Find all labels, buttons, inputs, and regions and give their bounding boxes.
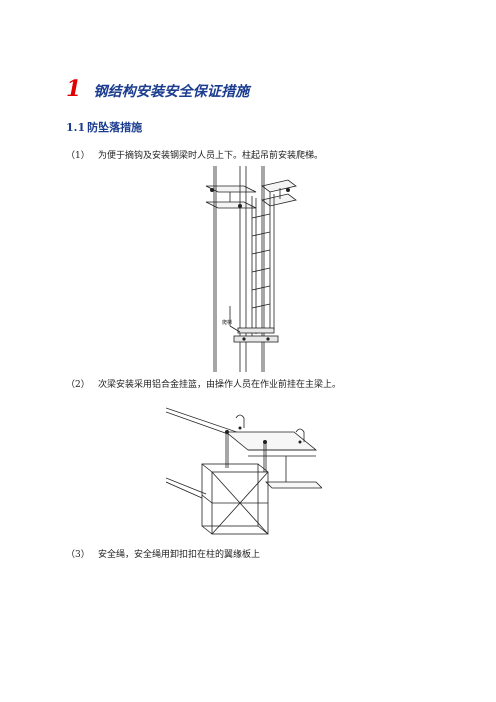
list-item-text: 为便于摘钩及安装钢梁时人员上下。柱起吊前安装爬梯。 (98, 151, 324, 161)
list-item-index: （3） (66, 550, 90, 560)
list-item-index: （2） (66, 380, 90, 390)
subsection-title: 防坠落措施 (87, 121, 143, 134)
ladder-column-figure: 爬梯 (205, 166, 297, 372)
hanging-basket-figure (166, 407, 322, 535)
section-title: 钢结构安装安全保证措施 (93, 84, 250, 100)
section-number: 1 (66, 76, 82, 102)
list-item-text: 安全绳，安全绳用卸扣扣在柱的翼缘板上 (98, 550, 261, 560)
subsection-heading: 1.1 防坠落措施 (66, 119, 142, 135)
subsection-number: 1.1 (66, 121, 86, 134)
list-item-text: 次梁安装采用铝合金挂篮，由操作人员在作业前挂在主梁上。 (98, 380, 342, 390)
section-heading: 1 钢结构安装安全保证措施 (66, 76, 250, 102)
list-item: （2） 次梁安装采用铝合金挂篮，由操作人员在作业前挂在主梁上。 (66, 377, 341, 390)
list-item-index: （1） (66, 151, 90, 161)
ladder-label: 爬梯 (222, 319, 232, 326)
list-item: （1） 为便于摘钩及安装钢梁时人员上下。柱起吊前安装爬梯。 (66, 148, 323, 161)
list-item: （3） 安全绳，安全绳用卸扣扣在柱的翼缘板上 (66, 547, 260, 560)
